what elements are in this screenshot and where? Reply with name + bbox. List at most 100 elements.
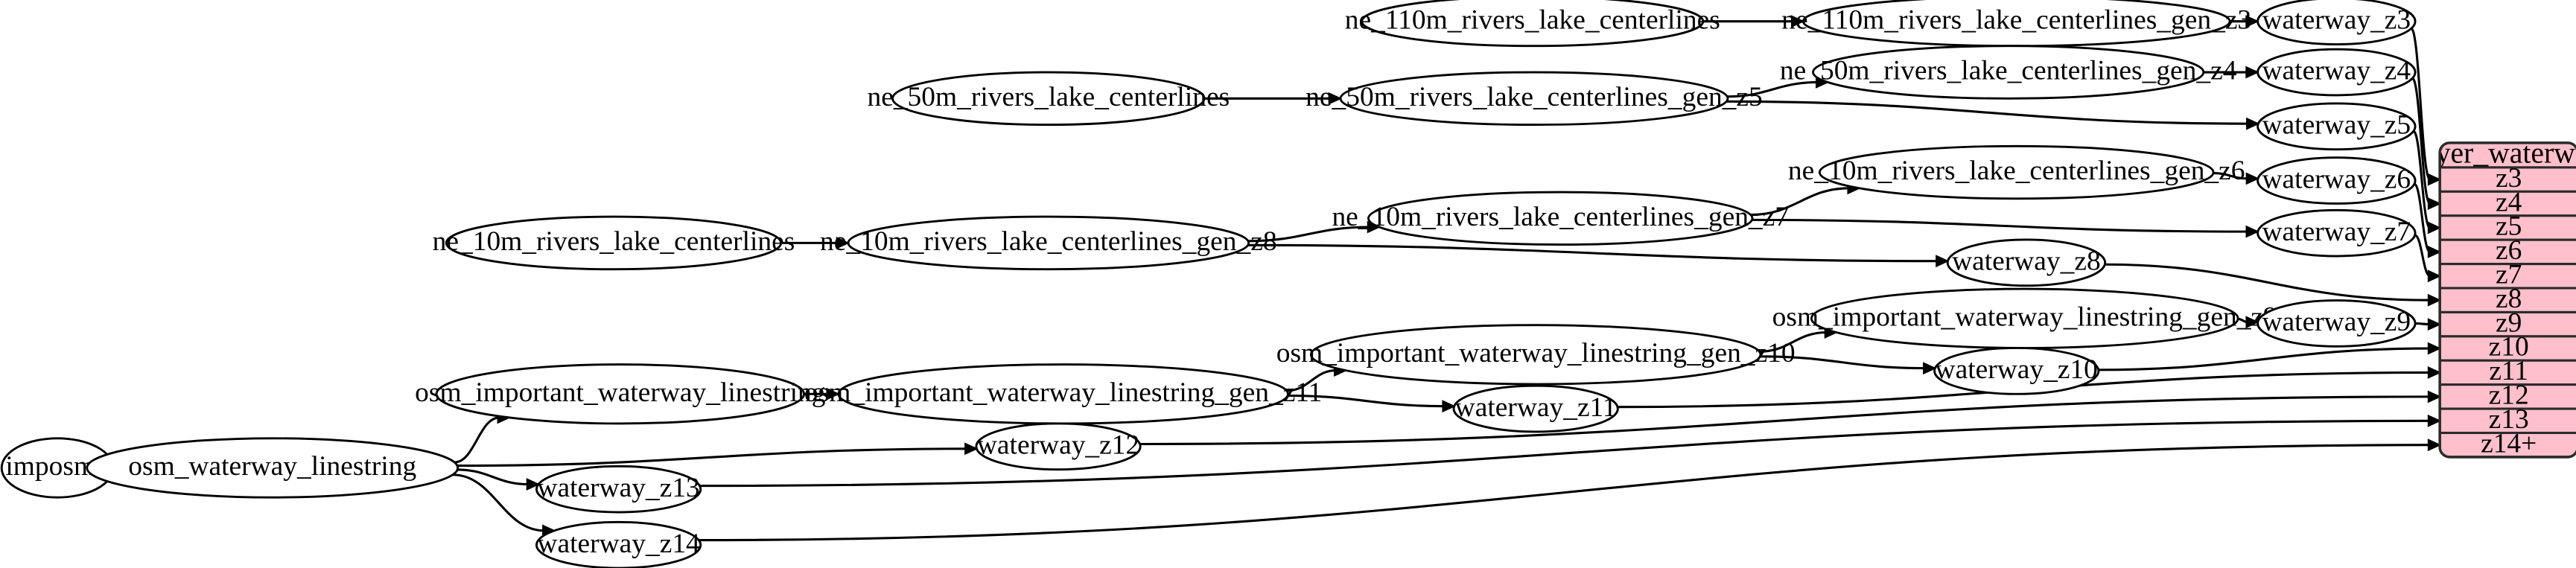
record-row-z13[interactable] bbox=[2440, 407, 2576, 435]
edge-arrowhead bbox=[2427, 342, 2442, 355]
node-shape-waterway_z9[interactable] bbox=[2257, 299, 2417, 348]
node-shape-waterway_z13[interactable] bbox=[535, 465, 702, 514]
node-shape-ne_110m_rivers_lake_centerlines_gen_z3[interactable] bbox=[1801, 0, 2231, 48]
node-shape-osm_important_waterway_linestring[interactable] bbox=[435, 363, 805, 425]
node-waterway_z10[interactable]: waterway_z10 bbox=[1933, 347, 2100, 395]
node-shape-osm_important_waterway_linestring_gen_z10[interactable] bbox=[1309, 324, 1762, 386]
node-waterway_z14[interactable]: waterway_z14 bbox=[535, 520, 702, 568]
edge-osm_waterway_linestring-to-osm_important_waterway_linestring bbox=[454, 416, 500, 464]
edge-arrowhead bbox=[964, 442, 979, 456]
edge-arrowhead bbox=[2427, 318, 2442, 331]
edge-ne_10m_rivers_lake_centerlines_gen_z7-to-ne_10m_rivers_lake_centerlines_gen_z6 bbox=[1750, 187, 1850, 217]
record-title-cell bbox=[2440, 142, 2576, 169]
node-shape-ne_10m_rivers_lake_centerlines[interactable] bbox=[445, 215, 783, 271]
node-ne_110m_rivers_lake_centerlines_gen_z3[interactable]: ne_110m_rivers_lake_centerlines_gen_z3 bbox=[1781, 0, 2251, 48]
edge-ne_50m_rivers_lake_centerlines_gen_z5-to-waterway_z5 bbox=[1726, 100, 2249, 125]
node-shape-ne_10m_rivers_lake_centerlines_gen_z7[interactable] bbox=[1367, 191, 1754, 246]
edge-arrowhead bbox=[2246, 117, 2260, 130]
node-waterway_z6[interactable]: waterway_z6 bbox=[2257, 156, 2417, 205]
node-waterway_z8[interactable]: waterway_z8 bbox=[1946, 238, 2107, 287]
node-osm_important_waterway_linestring_gen_z9[interactable]: osm_important_waterway_linestring_gen_z9 bbox=[1772, 287, 2277, 349]
edge-waterway_z13-to-layer_waterway_z13 bbox=[699, 419, 2430, 488]
edge-waterway_z4-to-layer_waterway_z4 bbox=[2411, 77, 2432, 205]
node-ne_50m_rivers_lake_centerlines_gen_z5[interactable]: ne_50m_rivers_lake_centerlines_gen_z5 bbox=[1306, 71, 1763, 127]
edge-osm_waterway_linestring-to-waterway_z14 bbox=[452, 473, 545, 532]
node-waterway_z11[interactable]: waterway_z11 bbox=[1452, 384, 1619, 433]
node-shape-waterway_z7[interactable] bbox=[2257, 208, 2417, 258]
edge-waterway_z10-to-layer_waterway_z10 bbox=[2098, 347, 2430, 371]
record-row-z4[interactable] bbox=[2440, 190, 2576, 217]
node-osm_important_waterway_linestring_gen_z11[interactable]: osm_important_waterway_linestring_gen_z1… bbox=[804, 363, 1322, 425]
node-shape-ne_110m_rivers_lake_centerlines[interactable] bbox=[1361, 0, 1705, 48]
record-row-z11[interactable] bbox=[2440, 359, 2576, 386]
node-shape-waterway_z10[interactable] bbox=[1933, 347, 2100, 395]
node-waterway_z9[interactable]: waterway_z9 bbox=[2257, 299, 2417, 348]
node-waterway_z4[interactable]: waterway_z4 bbox=[2257, 48, 2417, 97]
edge-arrowhead bbox=[2245, 316, 2259, 329]
node-shape-waterway_z14[interactable] bbox=[535, 520, 702, 568]
node-shape-ne_50m_rivers_lake_centerlines[interactable] bbox=[891, 71, 1206, 127]
node-shape-osm_important_waterway_linestring_gen_z11[interactable] bbox=[837, 363, 1289, 425]
node-shape-ne_10m_rivers_lake_centerlines_gen_z8[interactable] bbox=[847, 215, 1250, 271]
edge-arrowhead bbox=[2427, 438, 2442, 452]
record-row-z12[interactable] bbox=[2440, 383, 2576, 410]
node-waterway_z13[interactable]: waterway_z13 bbox=[535, 465, 702, 514]
edge-arrowhead bbox=[2245, 66, 2259, 79]
node-waterway_z12[interactable]: waterway_z12 bbox=[975, 422, 1142, 471]
node-ne_10m_rivers_lake_centerlines_gen_z7[interactable]: ne_10m_rivers_lake_centerlines_gen_z7 bbox=[1332, 191, 1789, 246]
node-ne_10m_rivers_lake_centerlines[interactable]: ne_10m_rivers_lake_centerlines bbox=[433, 215, 795, 271]
node-shape-waterway_z11[interactable] bbox=[1452, 384, 1619, 433]
record-row-z14+[interactable] bbox=[2440, 431, 2576, 457]
record-outline bbox=[2438, 141, 2576, 459]
edge-arrowhead bbox=[2427, 245, 2442, 258]
edge-osm_important_waterway_linestring_gen_z10-to-osm_important_waterway_linestring_gen_z9 bbox=[1759, 331, 1827, 353]
node-shape-waterway_z6[interactable] bbox=[2257, 156, 2417, 205]
edge-osm_important_waterway_linestring_gen_z10-to-waterway_z10 bbox=[1760, 355, 1926, 370]
record-row-z5[interactable] bbox=[2440, 214, 2576, 241]
edge-waterway_z3-to-layer_waterway_z3 bbox=[2410, 27, 2432, 181]
node-shape-ne_50m_rivers_lake_centerlines_gen_z4[interactable] bbox=[1812, 45, 2205, 100]
node-ne_10m_rivers_lake_centerlines_gen_z8[interactable]: ne_10m_rivers_lake_centerlines_gen_z8 bbox=[820, 215, 1277, 271]
node-shape-ne_10m_rivers_lake_centerlines_gen_z6[interactable] bbox=[1818, 144, 2215, 200]
record-row-z8[interactable] bbox=[2440, 287, 2576, 313]
record-row-z10[interactable] bbox=[2440, 335, 2576, 362]
edge-waterway_z14-to-layer_waterway_z14_ bbox=[699, 444, 2430, 542]
edge-osm_waterway_linestring-to-waterway_z13 bbox=[457, 468, 529, 486]
record-row-z3[interactable] bbox=[2440, 166, 2576, 193]
edge-arrowhead bbox=[1442, 400, 1456, 413]
node-shape-osm_waterway_linestring[interactable] bbox=[86, 437, 459, 499]
edge-arrowhead bbox=[2427, 221, 2442, 234]
edge-arrowhead bbox=[2427, 414, 2442, 427]
node-ne_10m_rivers_lake_centerlines_gen_z6[interactable]: ne_10m_rivers_lake_centerlines_gen_z6 bbox=[1788, 144, 2245, 200]
record-row-z7[interactable] bbox=[2440, 263, 2576, 290]
node-waterway_z7[interactable]: waterway_z7 bbox=[2257, 208, 2417, 258]
node-waterway_z5[interactable]: waterway_z5 bbox=[2257, 102, 2417, 151]
node-osm_important_waterway_linestring[interactable]: osm_important_waterway_linestring bbox=[415, 363, 826, 425]
record-row-z6[interactable] bbox=[2440, 238, 2576, 266]
edge-waterway_z12-to-layer_waterway_z12 bbox=[1139, 395, 2430, 446]
node-waterway_z3[interactable]: waterway_z3 bbox=[2257, 0, 2417, 45]
node-shape-ne_50m_rivers_lake_centerlines_gen_z5[interactable] bbox=[1339, 71, 1729, 127]
edge-osm_important_waterway_linestring_gen_z11-to-osm_important_waterway_linestring_gen_z10 bbox=[1286, 369, 1337, 392]
node-shape-waterway_z5[interactable] bbox=[2257, 102, 2417, 151]
edge-ne_10m_rivers_lake_centerlines_gen_z6-to-waterway_z6 bbox=[2213, 172, 2248, 180]
record-row-z9[interactable] bbox=[2440, 310, 2576, 338]
node-shape-waterway_z12[interactable] bbox=[975, 422, 1142, 471]
node-ne_110m_rivers_lake_centerlines[interactable]: ne_110m_rivers_lake_centerlines bbox=[1345, 0, 1720, 48]
edge-arrowhead bbox=[2245, 172, 2260, 185]
edge-arrowhead bbox=[1790, 15, 1805, 28]
edge-arrowhead bbox=[836, 236, 850, 249]
node-shape-waterway_z3[interactable] bbox=[2257, 0, 2417, 45]
node-shape-waterway_z4[interactable] bbox=[2257, 48, 2417, 97]
node-ne_50m_rivers_lake_centerlines_gen_z4[interactable]: ne_50m_rivers_lake_centerlines_gen_z4 bbox=[1780, 45, 2237, 100]
node-ne_50m_rivers_lake_centerlines[interactable]: ne_50m_rivers_lake_centerlines bbox=[867, 71, 1230, 127]
node-shape-osm_important_waterway_linestring_gen_z9[interactable] bbox=[1810, 287, 2239, 349]
node-osm_important_waterway_linestring_gen_z10[interactable]: osm_important_waterway_linestring_gen_z1… bbox=[1276, 324, 1796, 386]
edge-arrowhead bbox=[2427, 173, 2442, 186]
edge-osm_important_waterway_linestring_gen_z11-to-waterway_z11 bbox=[1288, 394, 1445, 408]
edge-waterway_z5-to-layer_waterway_z5 bbox=[2412, 130, 2432, 229]
edge-arrowhead bbox=[826, 387, 840, 401]
node-osm_waterway_linestring[interactable]: osm_waterway_linestring bbox=[86, 437, 459, 499]
node-shape-waterway_z8[interactable] bbox=[1946, 238, 2107, 287]
